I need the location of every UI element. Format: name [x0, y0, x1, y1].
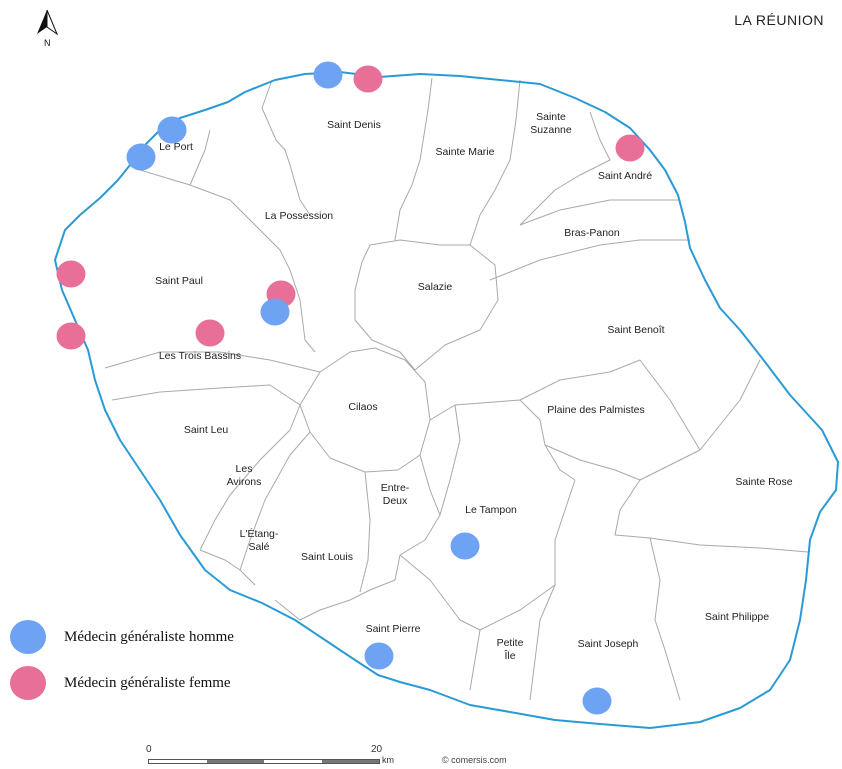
- doctor-marker-female-saint-andre: [615, 134, 645, 162]
- legend-female-label: Médecin généraliste femme: [64, 674, 231, 691]
- commune-label-saint-joseph: Saint Joseph: [578, 638, 639, 650]
- commune-label-l-etang-sale: L'Étang-Salé: [240, 527, 279, 553]
- legend-male-dot: [10, 620, 46, 654]
- scale-bar: 0 20 km: [146, 742, 394, 766]
- doctor-marker-male-saint-pierre: [364, 642, 394, 670]
- doctor-marker-male-le-tampon: [450, 532, 480, 560]
- legend-female-dot: [10, 666, 46, 700]
- north-arrow-icon: N: [34, 8, 60, 48]
- north-label: N: [44, 38, 51, 48]
- commune-label-saint-philippe: Saint Philippe: [705, 611, 769, 623]
- scale-bar-segments: [148, 759, 380, 764]
- doctor-marker-female-saint-paul: [56, 322, 86, 350]
- doctor-marker-female-saint-denis: [353, 65, 383, 93]
- commune-label-salazie: Salazie: [418, 281, 453, 293]
- commune-label-le-port: Le Port: [159, 141, 193, 153]
- commune-label-saint-pierre: Saint Pierre: [366, 623, 421, 635]
- doctor-marker-male-saint-denis: [313, 61, 343, 89]
- commune-label-saint-andre: Saint André: [598, 170, 652, 182]
- legend-item-female: Médecin généraliste femme: [10, 660, 234, 706]
- commune-label-saint-leu: Saint Leu: [184, 424, 229, 436]
- doctor-marker-male-le-port: [126, 143, 156, 171]
- doctor-marker-male-saint-joseph: [582, 687, 612, 715]
- commune-borders: [104, 77, 809, 701]
- commune-label-saint-benoit: Saint Benoît: [607, 324, 664, 336]
- commune-label-entre-deux: Entre-Deux: [381, 482, 410, 507]
- scale-unit-label: km: [382, 755, 394, 765]
- scale-start-label: 0: [146, 744, 152, 755]
- legend: Médecin généraliste homme Médecin généra…: [10, 614, 234, 706]
- commune-label-bras-panon: Bras-Panon: [564, 227, 620, 239]
- legend-male-label: Médecin généraliste homme: [64, 628, 234, 645]
- doctor-marker-male-saint-paul: [260, 298, 290, 326]
- map-title: LA RÉUNION: [734, 12, 824, 28]
- doctor-marker-female-saint-paul: [56, 260, 86, 288]
- commune-label-le-tampon: Le Tampon: [465, 504, 517, 516]
- commune-label-saint-paul: Saint Paul: [155, 275, 203, 287]
- commune-label-sainte-rose: Sainte Rose: [735, 476, 792, 488]
- doctor-markers: [56, 61, 645, 715]
- commune-label-cilaos: Cilaos: [348, 401, 377, 413]
- legend-item-male: Médecin généraliste homme: [10, 614, 234, 660]
- scale-end-label: 20: [371, 744, 383, 755]
- commune-label-les-trois-bassins: Les Trois Bassins: [159, 350, 241, 362]
- commune-label-la-possession: La Possession: [265, 210, 333, 222]
- commune-label-saint-denis: Saint Denis: [327, 119, 381, 131]
- doctor-marker-male-le-port: [157, 116, 187, 144]
- commune-label-sainte-marie: Sainte Marie: [436, 146, 495, 158]
- coastline: [54, 71, 839, 729]
- copyright-text: © comersis.com: [442, 755, 507, 765]
- doctor-marker-female-saint-paul: [195, 319, 225, 347]
- commune-label-saint-louis: Saint Louis: [301, 551, 353, 563]
- commune-label-plaine-des-palmistes: Plaine des Palmistes: [547, 404, 644, 416]
